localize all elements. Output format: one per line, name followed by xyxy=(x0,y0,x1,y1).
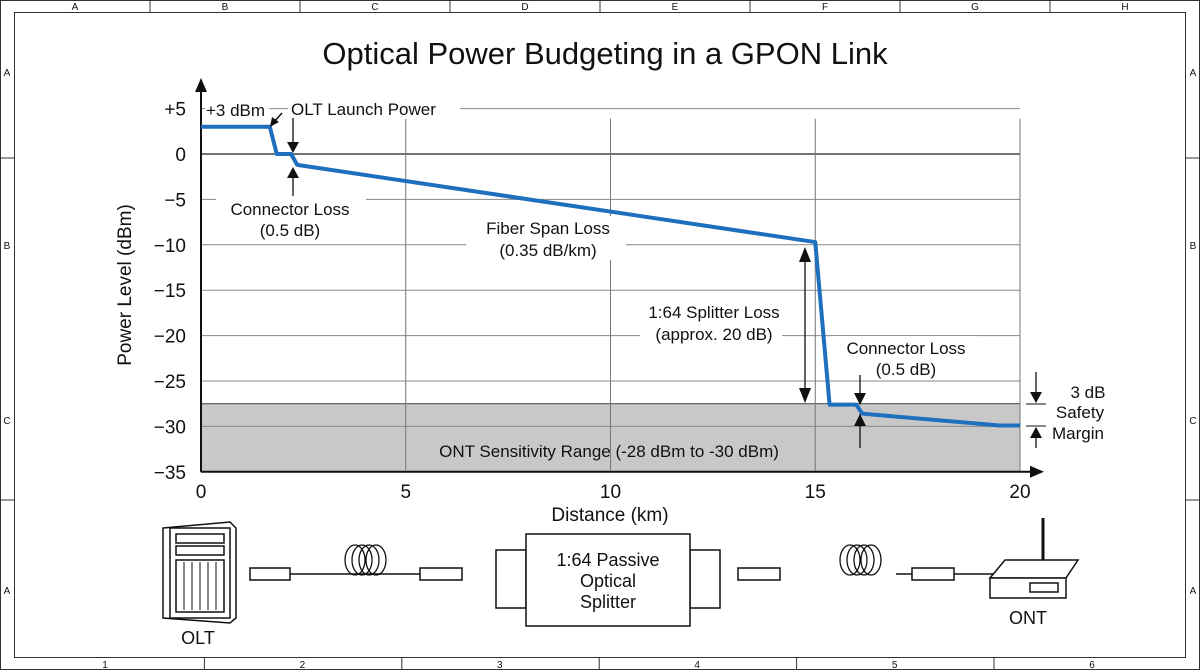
safety-margin-line3: Margin xyxy=(1052,424,1104,443)
frame-column-number: 1 xyxy=(102,660,108,670)
diagram-labels: OLT 1:64 Passive Optical Splitter ONT xyxy=(181,550,1047,648)
annotations: +3 dBm OLT Launch Power Connector Loss (… xyxy=(205,97,1105,461)
connector-icon xyxy=(911,567,955,581)
frame-row-label: B xyxy=(1190,241,1197,252)
plot-area: +5 0 −5 −10 −15 −20 −25 −30 −35 0 5 10 15 20Distance … xyxy=(115,78,1044,526)
frame-column-number: 5 xyxy=(892,660,898,670)
splitter-label-3: Splitter xyxy=(580,592,636,612)
fiber-loss-title: Fiber Span Loss xyxy=(486,219,610,238)
connector-icon xyxy=(419,567,463,581)
connector-loss-2-value: (0.5 dB) xyxy=(876,360,936,379)
olt-label: OLT xyxy=(181,628,215,648)
launch-label: OLT Launch Power xyxy=(291,100,436,119)
frame-column-label: E xyxy=(672,2,679,13)
y-tick-label: −20 xyxy=(154,327,186,348)
y-tick-label: −10 xyxy=(154,236,186,257)
ont-label: ONT xyxy=(1009,608,1047,628)
olt-icon xyxy=(162,521,237,624)
y-tick-label: −35 xyxy=(154,463,186,484)
frame-row-label: A xyxy=(1190,586,1197,597)
connector-loss-1-title: Connector Loss xyxy=(230,200,349,219)
connector-loss-2-title: Connector Loss xyxy=(846,339,965,358)
chart-title: Optical Power Budgeting in a GPON Link xyxy=(322,36,888,71)
x-axis-label: Distance (km) xyxy=(551,505,668,526)
frame-column-label: A xyxy=(72,2,79,13)
frame-column-label: C xyxy=(371,2,378,13)
y-axis-arrow-icon xyxy=(195,78,207,92)
frame-column-number: 6 xyxy=(1089,660,1095,670)
frame-column-label: G xyxy=(971,2,979,13)
frame-row-label: C xyxy=(1189,416,1196,427)
frame-column-number: 4 xyxy=(694,660,700,670)
frame-column-label: F xyxy=(822,2,828,13)
connector-loss-1-value: (0.5 dB) xyxy=(260,221,320,240)
splitter-label-1: 1:64 Passive xyxy=(556,550,659,570)
frame-row-label: A xyxy=(4,68,11,79)
fiber-coil-icon xyxy=(344,544,387,576)
fiber-loss-value: (0.35 dB/km) xyxy=(499,241,596,260)
connector-icon xyxy=(249,567,291,581)
x-tick-label: 0 xyxy=(196,482,207,503)
y-tick-label: −25 xyxy=(154,372,186,393)
connector-icon xyxy=(737,567,781,581)
y-axis-label: Power Level (dBm) xyxy=(115,204,136,366)
ont-router-icon xyxy=(988,518,1080,599)
network-diagram xyxy=(162,518,1080,627)
y-tick-label: −5 xyxy=(164,190,186,211)
x-axis-arrow-icon xyxy=(1030,465,1044,478)
launch-value-label: +3 dBm xyxy=(206,101,265,120)
frame-row-label: C xyxy=(3,416,10,427)
frame-column-label: D xyxy=(521,2,528,13)
frame-column-number: 3 xyxy=(497,660,503,670)
fiber-coil-icon xyxy=(839,544,882,576)
frame-row-label: A xyxy=(1190,68,1197,79)
safety-margin-line1: 3 dB xyxy=(1071,383,1106,402)
frame-row-label: B xyxy=(4,241,11,252)
splitter-loss-value: (approx. 20 dB) xyxy=(655,325,772,344)
frame-column-label: B xyxy=(222,2,229,13)
splitter-loss-title: 1:64 Splitter Loss xyxy=(648,303,779,322)
frame-column-number: 2 xyxy=(300,660,306,670)
x-tick-label: 15 xyxy=(805,482,826,503)
x-tick-label: 10 xyxy=(600,482,621,503)
frame-column-label: H xyxy=(1121,2,1128,13)
sensitivity-band-label: ONT Sensitivity Range (-28 dBm to -30 dB… xyxy=(439,442,779,461)
x-tick-label: 20 xyxy=(1009,482,1030,503)
safety-margin-line2: Safety xyxy=(1056,403,1105,422)
y-tick-label: −30 xyxy=(154,417,186,438)
x-tick-label: 5 xyxy=(400,482,411,503)
y-tick-label: −15 xyxy=(154,281,186,302)
y-tick-label: +5 xyxy=(164,100,186,121)
splitter-box xyxy=(525,533,691,627)
splitter-label-2: Optical xyxy=(580,571,636,591)
frame-row-label: A xyxy=(4,586,11,597)
y-tick-label: 0 xyxy=(175,145,186,166)
